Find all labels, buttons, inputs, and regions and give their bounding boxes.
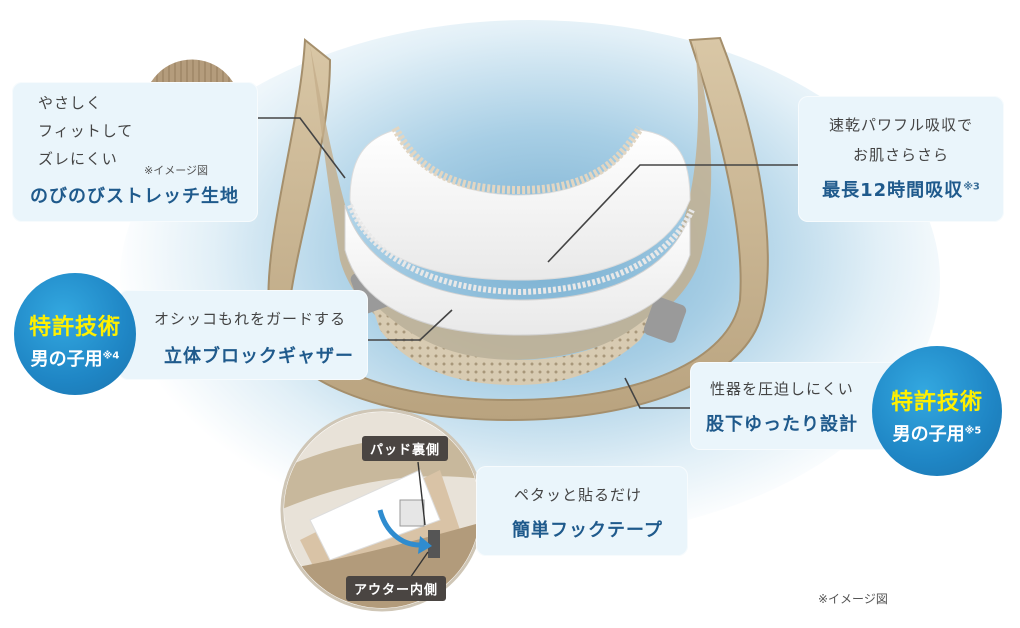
gather-ruffle (391, 125, 644, 195)
crotch-headline: 股下ゆったり設計 (706, 414, 858, 435)
gather-headline: 立体ブロックギャザー (164, 346, 354, 367)
outer-inner-tag: アウター内側 (346, 576, 447, 601)
pad-top (349, 129, 691, 281)
mesh-panel (370, 300, 665, 385)
absorb-callout: 速乾パワフル吸収で お肌さらさら 最長12時間吸収※3 (798, 96, 1004, 222)
badge-right-line1: 特許技術 (890, 390, 983, 415)
crotch-callout: 性器を圧迫しにくい 股下ゆったり設計 (690, 362, 902, 450)
absorbent-pad (344, 204, 691, 336)
absorb-line2: お肌さらさら (852, 146, 949, 164)
stretch-headline: のびのびストレッチ生地 (30, 186, 239, 207)
hook-tab-right (643, 297, 687, 343)
stretch-line3: ズレにくい (38, 150, 118, 168)
hook-headline: 簡単フックテープ (512, 520, 663, 541)
badge-left-line2: 男の子用 (30, 349, 103, 370)
crotch-line1: 性器を圧迫しにくい (710, 380, 854, 398)
patent-badge-right: 特許技術 男の子用※5 (872, 346, 1002, 476)
stretch-image-note: ※イメージ図 (144, 164, 208, 177)
patent-badge-left: 特許技術 男の子用※4 (14, 273, 136, 395)
hook-callout: ペタッと貼るだけ 簡単フックテープ (476, 466, 688, 556)
absorb-line1: 速乾パワフル吸収で (828, 116, 973, 134)
badge-right-line2: 男の子用 (892, 424, 965, 445)
absorb-headline: 最長12時間吸収 (822, 180, 964, 201)
hook-line1: ペタッと貼るだけ (514, 486, 643, 504)
stretch-line2: フィットして (38, 122, 134, 140)
gather-line1: オシッコもれをガードする (154, 310, 347, 328)
image-footnote: ※イメージ図 (818, 592, 888, 606)
badge-left-note: ※4 (102, 350, 120, 362)
gather-callout: オシッコもれをガードする 立体ブロックギャザー (118, 290, 368, 380)
absorb-note: ※3 (963, 181, 980, 193)
stretch-line1: やさしく (38, 94, 103, 112)
pad-back-tag: パッド裏側 (362, 436, 449, 461)
stretch-callout: やさしく フィットして ズレにくい ※イメージ図 のびのびストレッチ生地 (12, 82, 258, 222)
badge-left-line1: 特許技術 (28, 315, 121, 340)
badge-right-note: ※5 (964, 425, 982, 437)
